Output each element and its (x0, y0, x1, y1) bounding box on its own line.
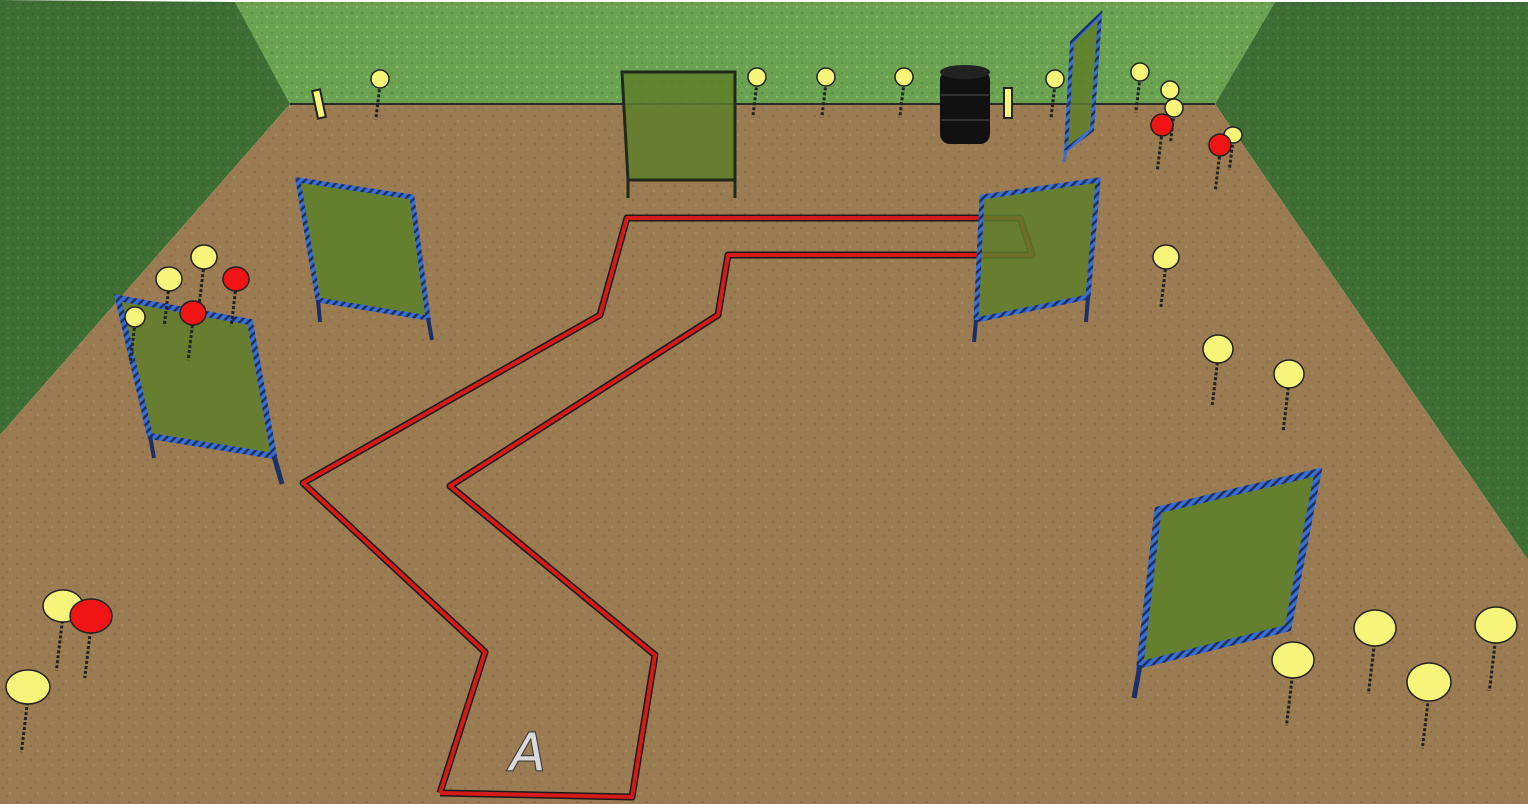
pole-head (180, 301, 206, 325)
pole-head (125, 307, 145, 327)
pole-head (1272, 642, 1314, 678)
pole-head (1209, 134, 1231, 156)
pole-head (895, 68, 913, 86)
pole-head (1165, 99, 1183, 117)
barrel-obstacle (940, 65, 990, 144)
pole-head (1046, 70, 1064, 88)
pole-head (191, 245, 217, 269)
pole-head (223, 267, 249, 291)
pole-head (748, 68, 766, 86)
pole-head (1203, 335, 1233, 363)
pole-head (1161, 81, 1179, 99)
pole-head (1151, 114, 1173, 136)
pole-head (1354, 610, 1396, 646)
pole-head (1475, 607, 1517, 643)
pole-head (1131, 63, 1149, 81)
pole-head (817, 68, 835, 86)
pole-head (1153, 245, 1179, 269)
gate-panel-back-center (622, 72, 735, 198)
pole-head (156, 267, 182, 291)
pole-head (6, 670, 50, 704)
pole-head (1274, 360, 1304, 388)
pole-head (70, 599, 112, 633)
pole-head (1407, 663, 1451, 701)
pole-head (371, 70, 389, 88)
start-marker-label: A (507, 723, 546, 783)
